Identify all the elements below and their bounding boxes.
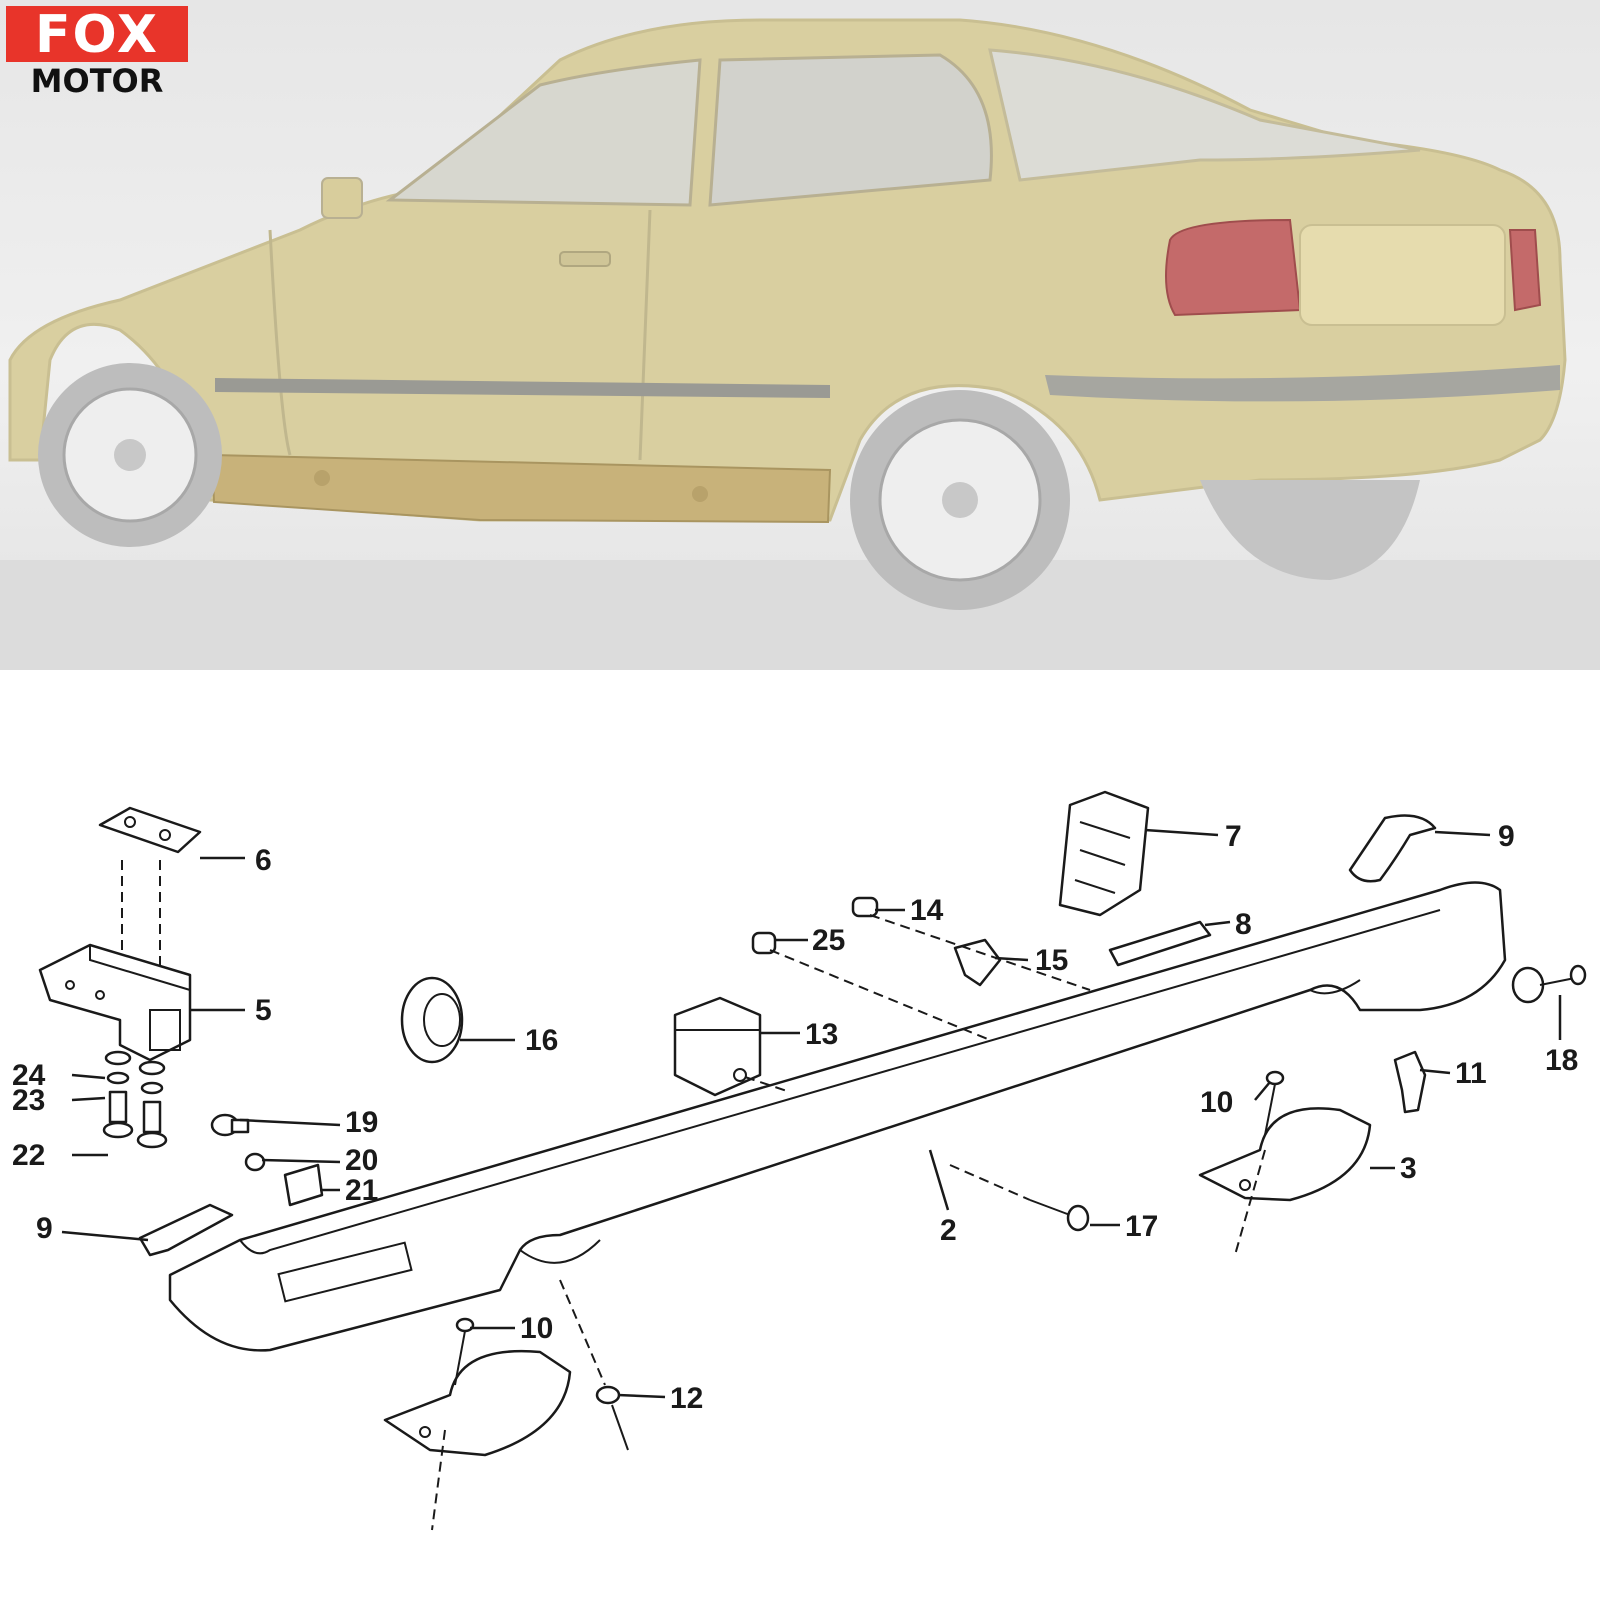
front-window [385, 58, 702, 207]
dash-17 [949, 1164, 1031, 1201]
part-20-washer [244, 1152, 266, 1172]
part-8-clip [1108, 920, 1212, 967]
part-14-grommet [851, 896, 879, 918]
front-wheel [38, 363, 222, 547]
callout-9-left: 9 [36, 1212, 53, 1245]
callout-22: 22 [12, 1139, 45, 1172]
part-23-lock-washer [106, 1071, 164, 1095]
rear-wheel [850, 390, 1070, 610]
fox-motor-logo: FOX MOTOR [6, 6, 188, 100]
callout-8: 8 [1235, 908, 1252, 941]
callout-3: 3 [1400, 1152, 1417, 1185]
part-9-right-trim [1348, 814, 1437, 883]
part-7-mounting-bracket [1058, 790, 1150, 917]
logo-top-text: FOX [6, 6, 188, 64]
callout-10-left: 10 [520, 1312, 553, 1345]
skirt-hole-rear [692, 486, 708, 502]
callout-2: 2 [940, 1214, 957, 1247]
dash-13 [744, 1076, 791, 1093]
car-illustration [0, 18, 1600, 670]
part-16-grommet [400, 976, 464, 1064]
callout-17: 17 [1125, 1210, 1158, 1243]
callout-16: 16 [525, 1024, 558, 1057]
callout-23: 23 [12, 1084, 45, 1117]
part-18-screw [1511, 964, 1587, 1004]
callout-24: 24 [12, 1059, 46, 1092]
part-22-bolt [102, 1090, 168, 1149]
part-21-nut-clip [283, 1163, 324, 1207]
callout-25: 25 [812, 924, 845, 957]
callout-19: 19 [345, 1106, 378, 1139]
callout-7: 7 [1225, 820, 1242, 853]
callout-numbers: 2 3 5 6 7 8 9 9 10 10 11 12 13 14 15 16 … [12, 820, 1578, 1415]
door-handle [559, 251, 611, 267]
skirt-hole-front [314, 470, 330, 486]
tail-light-left [1165, 218, 1302, 317]
part-9-left-trim [138, 1203, 234, 1257]
rear-window [708, 53, 993, 207]
callout-9-right: 9 [1498, 820, 1515, 853]
part-17-screw [1029, 1199, 1090, 1232]
callout-11: 11 [1455, 1057, 1487, 1090]
callout-6: 6 [255, 844, 272, 877]
callout-5: 5 [255, 994, 272, 1027]
car-photo [0, 0, 1600, 670]
part-25-cap [751, 931, 777, 955]
dash-3-left [431, 1429, 446, 1531]
callout-14: 14 [910, 894, 944, 927]
part-2-side-skirt [168, 881, 1507, 1352]
part-10-left-pin [454, 1317, 475, 1386]
rear-bumper-strip [1045, 365, 1560, 402]
callout-15: 15 [1035, 944, 1068, 977]
side-skirt [210, 453, 832, 524]
door-seam [638, 209, 652, 461]
leader-lines [61, 828, 1562, 1399]
part-19-screw [210, 1113, 250, 1137]
rub-strip [215, 378, 830, 398]
rear-glass [988, 48, 1421, 182]
callout-10-right: 10 [1200, 1086, 1233, 1119]
logo-bottom-text: MOTOR [30, 62, 164, 100]
part-6-plate [98, 806, 202, 854]
dash-25 [769, 949, 991, 1041]
dash-3 [1234, 1149, 1266, 1256]
callout-13: 13 [805, 1018, 838, 1051]
dash-12 [559, 1279, 606, 1386]
part-11-clip [1393, 1050, 1427, 1114]
rear-wheel-far [1200, 480, 1420, 580]
part-3-jack-pad-left [383, 1349, 572, 1457]
part-5-bracket [38, 943, 192, 1062]
dash-14 [869, 914, 1091, 991]
part-24-washer [104, 1050, 166, 1076]
part-3-jack-pad [1198, 1107, 1372, 1202]
plate-recess [1299, 224, 1506, 326]
part-10-right-pin [1264, 1070, 1285, 1136]
callout-12: 12 [670, 1382, 703, 1415]
callout-18: 18 [1545, 1044, 1578, 1077]
callout-21: 21 [345, 1174, 378, 1207]
part-13-block [673, 996, 762, 1097]
callout-20: 20 [345, 1144, 378, 1177]
part-15-clip [953, 938, 1002, 987]
tail-light-right [1508, 229, 1542, 312]
side-mirror [321, 177, 363, 219]
